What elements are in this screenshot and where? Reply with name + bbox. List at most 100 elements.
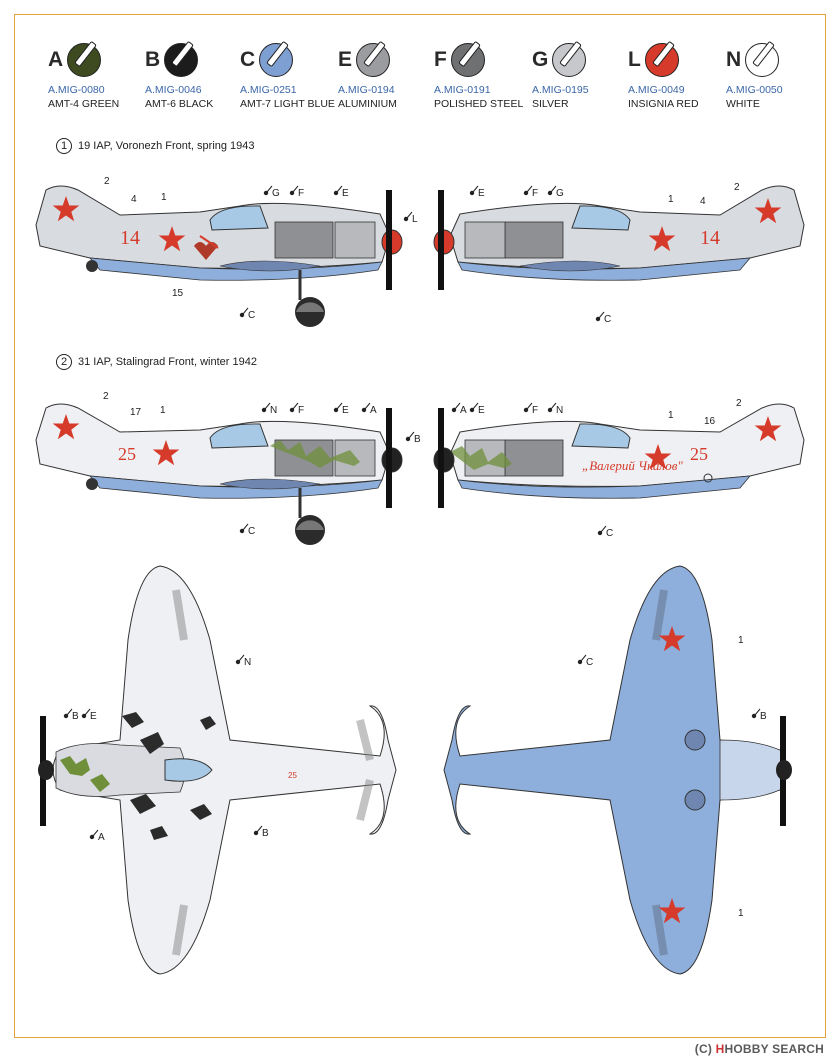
swatch-letter: A	[48, 48, 64, 71]
paint-name: AMT-4 GREEN	[48, 98, 120, 110]
brush-icon	[333, 402, 343, 413]
brush-icon	[547, 402, 557, 413]
brush-icon	[751, 708, 761, 719]
section-number: 2	[56, 354, 72, 370]
brush-icon	[253, 825, 263, 836]
profile-2-left: 25	[35, 403, 403, 545]
brush-icon	[333, 185, 343, 196]
paint-code: A.MIG-0046	[145, 84, 202, 96]
brush-icon	[403, 211, 413, 222]
brush-icon	[577, 654, 587, 665]
callout-1: 1	[668, 194, 674, 205]
brush-icon	[361, 402, 371, 413]
brush-icon	[523, 402, 533, 413]
tail-number: 25	[118, 444, 136, 464]
paint-name: AMT-7 LIGHT BLUE	[240, 98, 335, 110]
callout-e: E	[478, 405, 485, 416]
callout-2: 2	[103, 391, 109, 402]
paint-name: POLISHED STEEL	[434, 98, 524, 110]
brush-icon	[289, 185, 299, 196]
paint-brush-icon	[644, 43, 679, 77]
callout-1: 1	[160, 405, 166, 416]
callout-a: A	[460, 405, 467, 416]
paint-brush-icon	[67, 43, 102, 77]
callout-e: E	[342, 188, 349, 199]
page-border	[14, 14, 826, 1038]
brush-icon	[89, 829, 99, 840]
callout-f: F	[298, 405, 304, 416]
profile-2-right: „Валерий Чкалов" 25	[433, 403, 805, 508]
profile-1-left: 14	[35, 185, 403, 327]
callout-1: 1	[161, 192, 167, 203]
callout-2: 2	[104, 176, 110, 187]
section-1-heading: 1 19 IAP, Voronezh Front, spring 1943	[56, 138, 255, 154]
section-number: 1	[56, 138, 72, 154]
bottom-view	[443, 565, 792, 975]
callout-4: 4	[700, 196, 706, 207]
swatch-letter: B	[145, 48, 161, 71]
callout-a: A	[98, 832, 105, 843]
tail-number: 14	[120, 227, 140, 249]
brush-icon	[239, 523, 249, 534]
tail-number: 14	[700, 227, 720, 249]
brush-icon	[547, 185, 557, 196]
aircraft-inscription: „Валерий Чкалов"	[582, 458, 683, 473]
swatch-letter: L	[628, 48, 641, 71]
callout-17: 17	[130, 407, 142, 418]
brush-icon	[239, 307, 249, 318]
brush-icon	[469, 185, 479, 196]
callout-n: N	[244, 657, 251, 668]
brush-icon	[451, 402, 461, 413]
brush-icon	[81, 708, 91, 719]
swatch-letter: G	[532, 48, 549, 71]
callout-e: E	[90, 711, 97, 722]
swatch-letter: F	[434, 48, 447, 71]
section-2-heading: 2 31 IAP, Stalingrad Front, winter 1942	[56, 354, 257, 370]
callout-1: 1	[738, 908, 744, 919]
callout-15: 15	[172, 288, 184, 299]
callout-e: E	[342, 405, 349, 416]
callout-2: 2	[736, 398, 742, 409]
callout-1: 1	[738, 635, 744, 646]
callout-f: F	[532, 405, 538, 416]
callout-c: C	[248, 310, 255, 321]
brush-icon	[469, 402, 479, 413]
callout-f: F	[298, 188, 304, 199]
callout-l: L	[412, 214, 418, 225]
callout-a: A	[370, 405, 377, 416]
callout-g: G	[556, 188, 564, 199]
brush-icon	[63, 708, 73, 719]
brush-icon	[235, 654, 245, 665]
paint-code: A.MIG-0080	[48, 84, 105, 96]
brush-icon	[405, 431, 415, 442]
paint-code: A.MIG-0194	[338, 84, 395, 96]
section-title: 19 IAP, Voronezh Front, spring 1943	[78, 140, 255, 152]
paint-brush-icon	[450, 43, 485, 77]
callout-e: E	[478, 188, 485, 199]
watermark: (C) HHOBBY SEARCH	[694, 1042, 824, 1056]
brush-icon	[289, 402, 299, 413]
callout-c: C	[248, 526, 255, 537]
paint-name: SILVER	[532, 98, 569, 110]
callout-c: C	[606, 528, 613, 539]
paint-name: ALUMINIUM	[338, 98, 397, 110]
profile-1-right: 14	[433, 185, 805, 290]
brush-icon	[595, 311, 605, 322]
paint-brush-icon	[745, 43, 780, 77]
paint-code: A.MIG-0049	[628, 84, 685, 96]
callout-c: C	[586, 657, 593, 668]
swatch-letter: E	[338, 48, 353, 71]
callout-b: B	[414, 434, 421, 445]
paint-code: A.MIG-0050	[726, 84, 783, 96]
top-view: 25	[38, 565, 397, 975]
callout-g: G	[272, 188, 280, 199]
paint-code: A.MIG-0251	[240, 84, 297, 96]
callout-b: B	[760, 711, 767, 722]
